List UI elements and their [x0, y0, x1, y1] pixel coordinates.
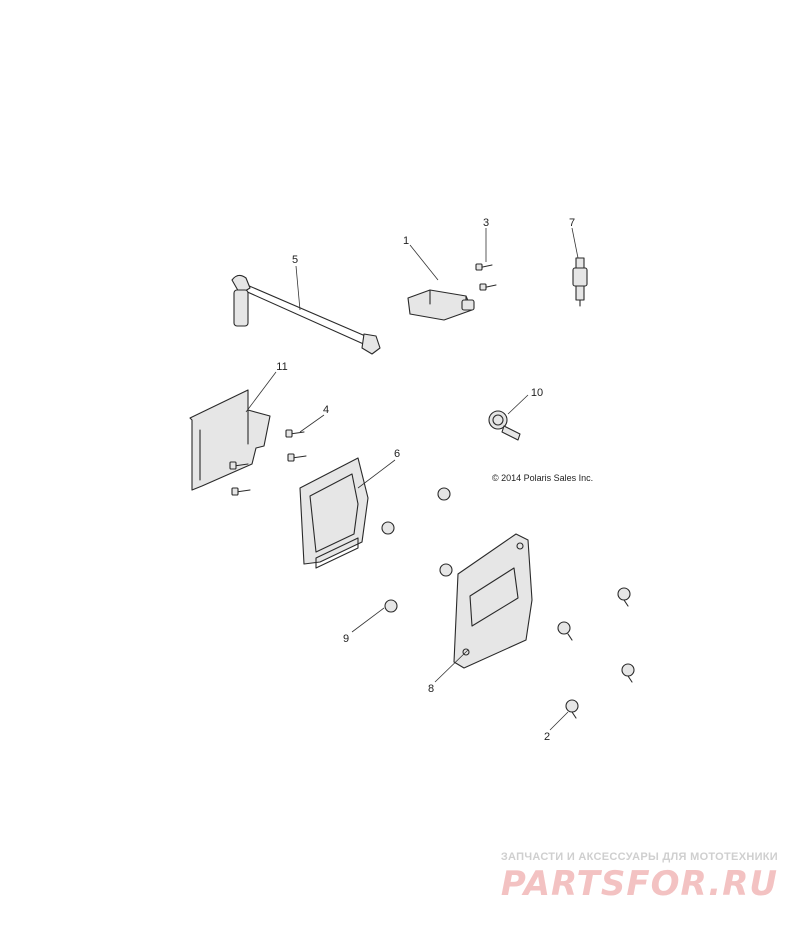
callout-1: 1	[403, 235, 409, 247]
callout-8: 8	[428, 683, 434, 695]
callout-10: 10	[531, 387, 543, 399]
spark-plug-part	[572, 257, 588, 307]
callout-6: 6	[394, 448, 400, 460]
callout-2: 2	[544, 731, 550, 743]
callout-9: 9	[343, 633, 349, 645]
callout-5: 5	[292, 254, 298, 266]
callout-4: 4	[323, 404, 329, 416]
leader-lines	[245, 227, 579, 731]
callout-11: 11	[276, 361, 287, 373]
copyright-notice: © 2014 Polaris Sales Inc.	[492, 473, 593, 483]
nuts-part	[381, 487, 453, 613]
watermark-logo: PARTSFOR.RU	[501, 864, 778, 904]
watermark-caption: ЗАПЧАСТИ И АКСЕССУАРЫ ДЛЯ МОТОТЕХНИКИ	[501, 851, 778, 863]
mounting-plate-part	[453, 533, 533, 669]
coil-bolts-part	[475, 263, 497, 291]
callout-3: 3	[483, 217, 489, 229]
clamp-part	[488, 410, 521, 441]
callout-7: 7	[569, 217, 575, 229]
bolts-part	[229, 429, 307, 496]
spark-plug-wire-part	[231, 274, 381, 355]
bracket-shield-part	[189, 389, 271, 491]
ignition-coil-part	[407, 289, 475, 321]
ecu-part	[299, 457, 369, 569]
screws-part	[557, 587, 635, 719]
